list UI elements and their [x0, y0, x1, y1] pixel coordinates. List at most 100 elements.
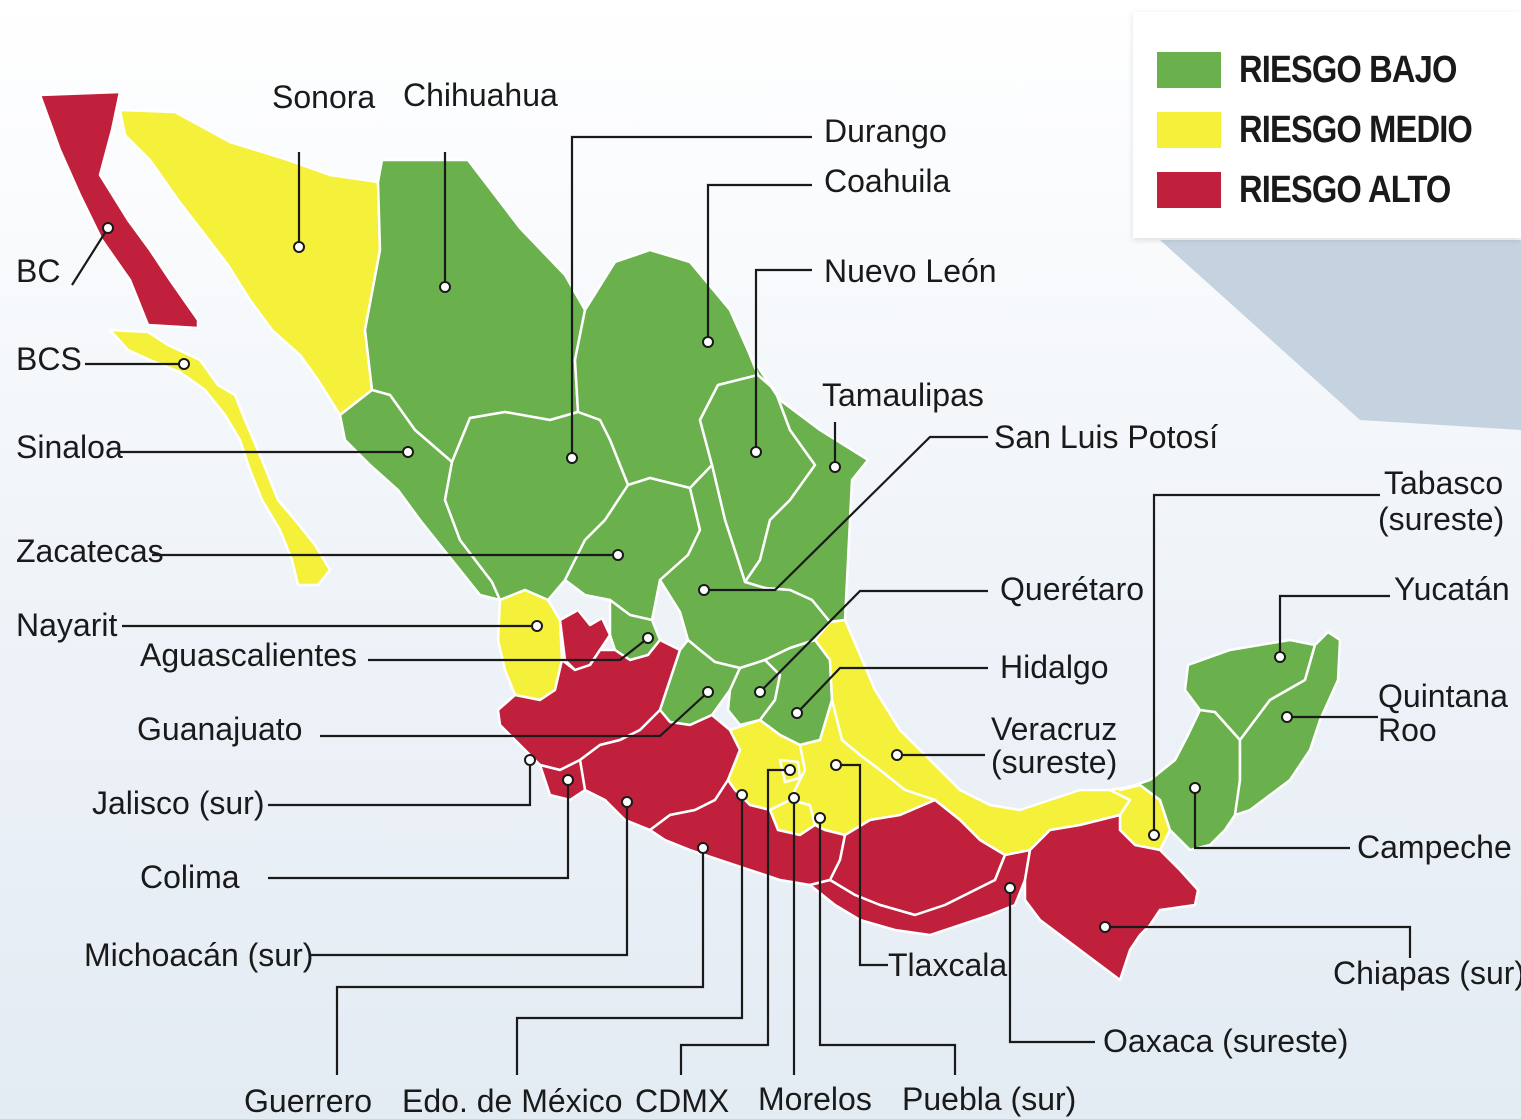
dot-guerrero — [697, 842, 709, 854]
dot-morelos — [788, 792, 800, 804]
dot-sinaloa — [402, 446, 414, 458]
dot-bcs — [178, 358, 190, 370]
label-hidalgo: Hidalgo — [1000, 649, 1109, 685]
dot-colima — [562, 774, 574, 786]
leader-chiapas — [1105, 925, 1412, 958]
leader-slp — [704, 435, 988, 592]
leader-guerrero — [335, 848, 705, 1075]
dot-nuevo-leon — [750, 446, 762, 458]
label-queretaro: Querétaro — [1000, 571, 1144, 607]
label-guanajuato: Guanajuato — [137, 711, 302, 747]
legend-label-alto: RIESGO ALTO — [1239, 168, 1451, 211]
dot-edomex — [736, 789, 748, 801]
marker-dots — [102, 222, 1293, 933]
dot-oaxaca — [1004, 882, 1016, 894]
label-veracruz-2: (sureste) — [991, 744, 1117, 780]
leader-hidalgo — [796, 666, 988, 714]
dot-campeche — [1189, 782, 1201, 794]
legend-shadow — [1160, 240, 1521, 430]
leader-bc — [71, 227, 109, 286]
label-yucatan: Yucatán — [1394, 571, 1510, 607]
label-morelos: Morelos — [758, 1081, 872, 1117]
dot-bc — [102, 222, 114, 234]
label-tabasco-1: Tabasco — [1384, 465, 1503, 501]
dot-veracruz — [891, 749, 903, 761]
label-cdmx: CDMX — [635, 1083, 729, 1119]
label-veracruz-1: Veracruz — [991, 711, 1117, 747]
dot-michoacan — [621, 796, 633, 808]
label-edomex: Edo. de México — [402, 1083, 623, 1119]
label-oaxaca: Oaxaca (sureste) — [1103, 1023, 1348, 1059]
label-michoacan: Michoacán (sur) — [84, 937, 313, 973]
leader-colima — [268, 780, 570, 880]
legend: RIESGO BAJO RIESGO MEDIO RIESGO ALTO — [1133, 12, 1521, 238]
leader-tabasco — [1152, 493, 1380, 835]
dot-aguascalientes — [642, 632, 654, 644]
region-quintana-roo — [1233, 630, 1342, 817]
label-durango: Durango — [824, 113, 947, 149]
label-chihuahua: Chihuahua — [403, 77, 558, 113]
dot-chihuahua — [439, 281, 451, 293]
label-guerrero: Guerrero — [244, 1083, 372, 1119]
dot-queretaro — [754, 686, 766, 698]
leader-edomex — [515, 795, 744, 1075]
legend-swatch-alto — [1157, 172, 1221, 208]
leader-durango — [570, 135, 812, 458]
label-chiapas: Chiapas (sur) — [1333, 955, 1521, 991]
leader-michoacan — [310, 802, 629, 957]
dot-quintana-roo — [1281, 711, 1293, 723]
leader-campeche — [1193, 788, 1350, 850]
dot-puebla — [814, 812, 826, 824]
label-zacatecas: Zacatecas — [16, 533, 164, 569]
label-nayarit: Nayarit — [16, 607, 117, 643]
region-guanajuato — [658, 638, 742, 727]
dot-durango — [566, 452, 578, 464]
dot-jalisco — [524, 754, 536, 766]
label-tabasco-2: (sureste) — [1378, 501, 1504, 537]
legend-item-bajo: RIESGO BAJO — [1157, 48, 1492, 91]
dot-cdmx — [784, 764, 796, 776]
leader-puebla — [818, 818, 957, 1075]
label-coahuila: Coahuila — [824, 163, 951, 199]
label-sonora: Sonora — [272, 79, 375, 115]
region-chiapas — [1023, 813, 1200, 982]
label-jalisco: Jalisco (sur) — [92, 785, 264, 821]
dot-zacatecas — [612, 549, 624, 561]
legend-swatch-bajo — [1157, 52, 1221, 88]
dot-hidalgo — [791, 707, 803, 719]
label-quintana-roo-1: Quintana — [1378, 678, 1508, 714]
label-nuevo-leon: Nuevo León — [824, 253, 997, 289]
legend-item-medio: RIESGO MEDIO — [1157, 109, 1510, 151]
legend-label-bajo: RIESGO BAJO — [1239, 48, 1457, 91]
region-bcs — [108, 328, 332, 587]
legend-swatch-medio — [1157, 112, 1221, 148]
leader-cdmx — [679, 768, 790, 1075]
dot-coahuila — [702, 336, 714, 348]
dot-nayarit — [531, 620, 543, 632]
region-sonora — [118, 108, 382, 417]
label-bcs: BCS — [16, 341, 82, 377]
label-slp: San Luis Potosí — [994, 419, 1218, 455]
leader-yucatan — [1278, 594, 1390, 657]
legend-item-alto: RIESGO ALTO — [1157, 168, 1485, 211]
leader-oaxaca — [1008, 888, 1095, 1044]
leader-coahuila — [706, 183, 812, 342]
label-quintana-roo-2: Roo — [1378, 712, 1437, 748]
region-bc — [38, 90, 200, 330]
leader-jalisco — [268, 760, 532, 807]
dot-tlaxcala — [830, 759, 842, 771]
leader-queretaro — [759, 589, 988, 693]
dot-slp — [698, 584, 710, 596]
dot-sonora — [293, 241, 305, 253]
label-aguascalientes: Aguascalientes — [140, 637, 357, 673]
leader-tlaxcala — [836, 763, 888, 967]
dot-tamaulipas — [829, 461, 841, 473]
leader-aguascalientes — [368, 637, 649, 662]
dot-guanajuato — [702, 686, 714, 698]
label-tamaulipas: Tamaulipas — [822, 377, 984, 413]
region-nayarit — [496, 588, 564, 702]
region-sinaloa — [338, 388, 502, 602]
leader-nuevo-leon — [754, 268, 812, 452]
label-bc: BC — [16, 253, 60, 289]
